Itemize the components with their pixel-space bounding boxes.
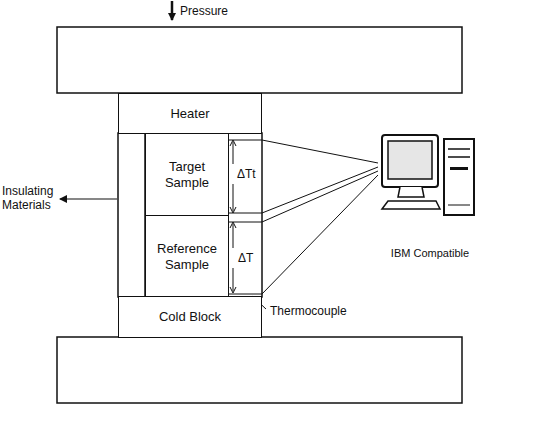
computer-node: IBM Compatible (378, 125, 482, 260)
dimension-heads (230, 222, 236, 293)
dimension-heads (230, 140, 236, 213)
device-label: IBM Compatible (391, 247, 469, 260)
heater-box: Heater (118, 93, 262, 134)
insulation-arrow (60, 198, 117, 199)
dimension-line (233, 142, 234, 164)
force-label: Pressure (180, 4, 228, 18)
dimension-label: ΔT (238, 251, 253, 265)
part-label: Thermocouple (270, 304, 347, 318)
thermocouple-wire (229, 140, 378, 163)
bottom-plate (57, 337, 462, 403)
node-label: Cold Block (159, 309, 221, 325)
node-label: Reference Sample (146, 241, 228, 272)
node-label: Heater (170, 106, 209, 122)
sample-box: Target Sample (145, 133, 229, 216)
cold-block-box: Cold Block (118, 296, 262, 338)
sample-box: Reference Sample (145, 215, 229, 298)
top-plate (57, 27, 462, 93)
computer-icon (378, 125, 478, 230)
thermocouple-wire (229, 175, 378, 294)
dimension-label: ΔTt (237, 167, 256, 181)
dimension-line (233, 224, 234, 248)
sample-column (118, 133, 262, 297)
pressure-arrow (171, 1, 174, 20)
thermocouple-wire (229, 167, 378, 213)
material-label: Insulating Materials (2, 184, 56, 213)
dimension-line (233, 184, 234, 211)
node-label: Target Sample (146, 159, 228, 190)
dimension-line (233, 268, 234, 291)
